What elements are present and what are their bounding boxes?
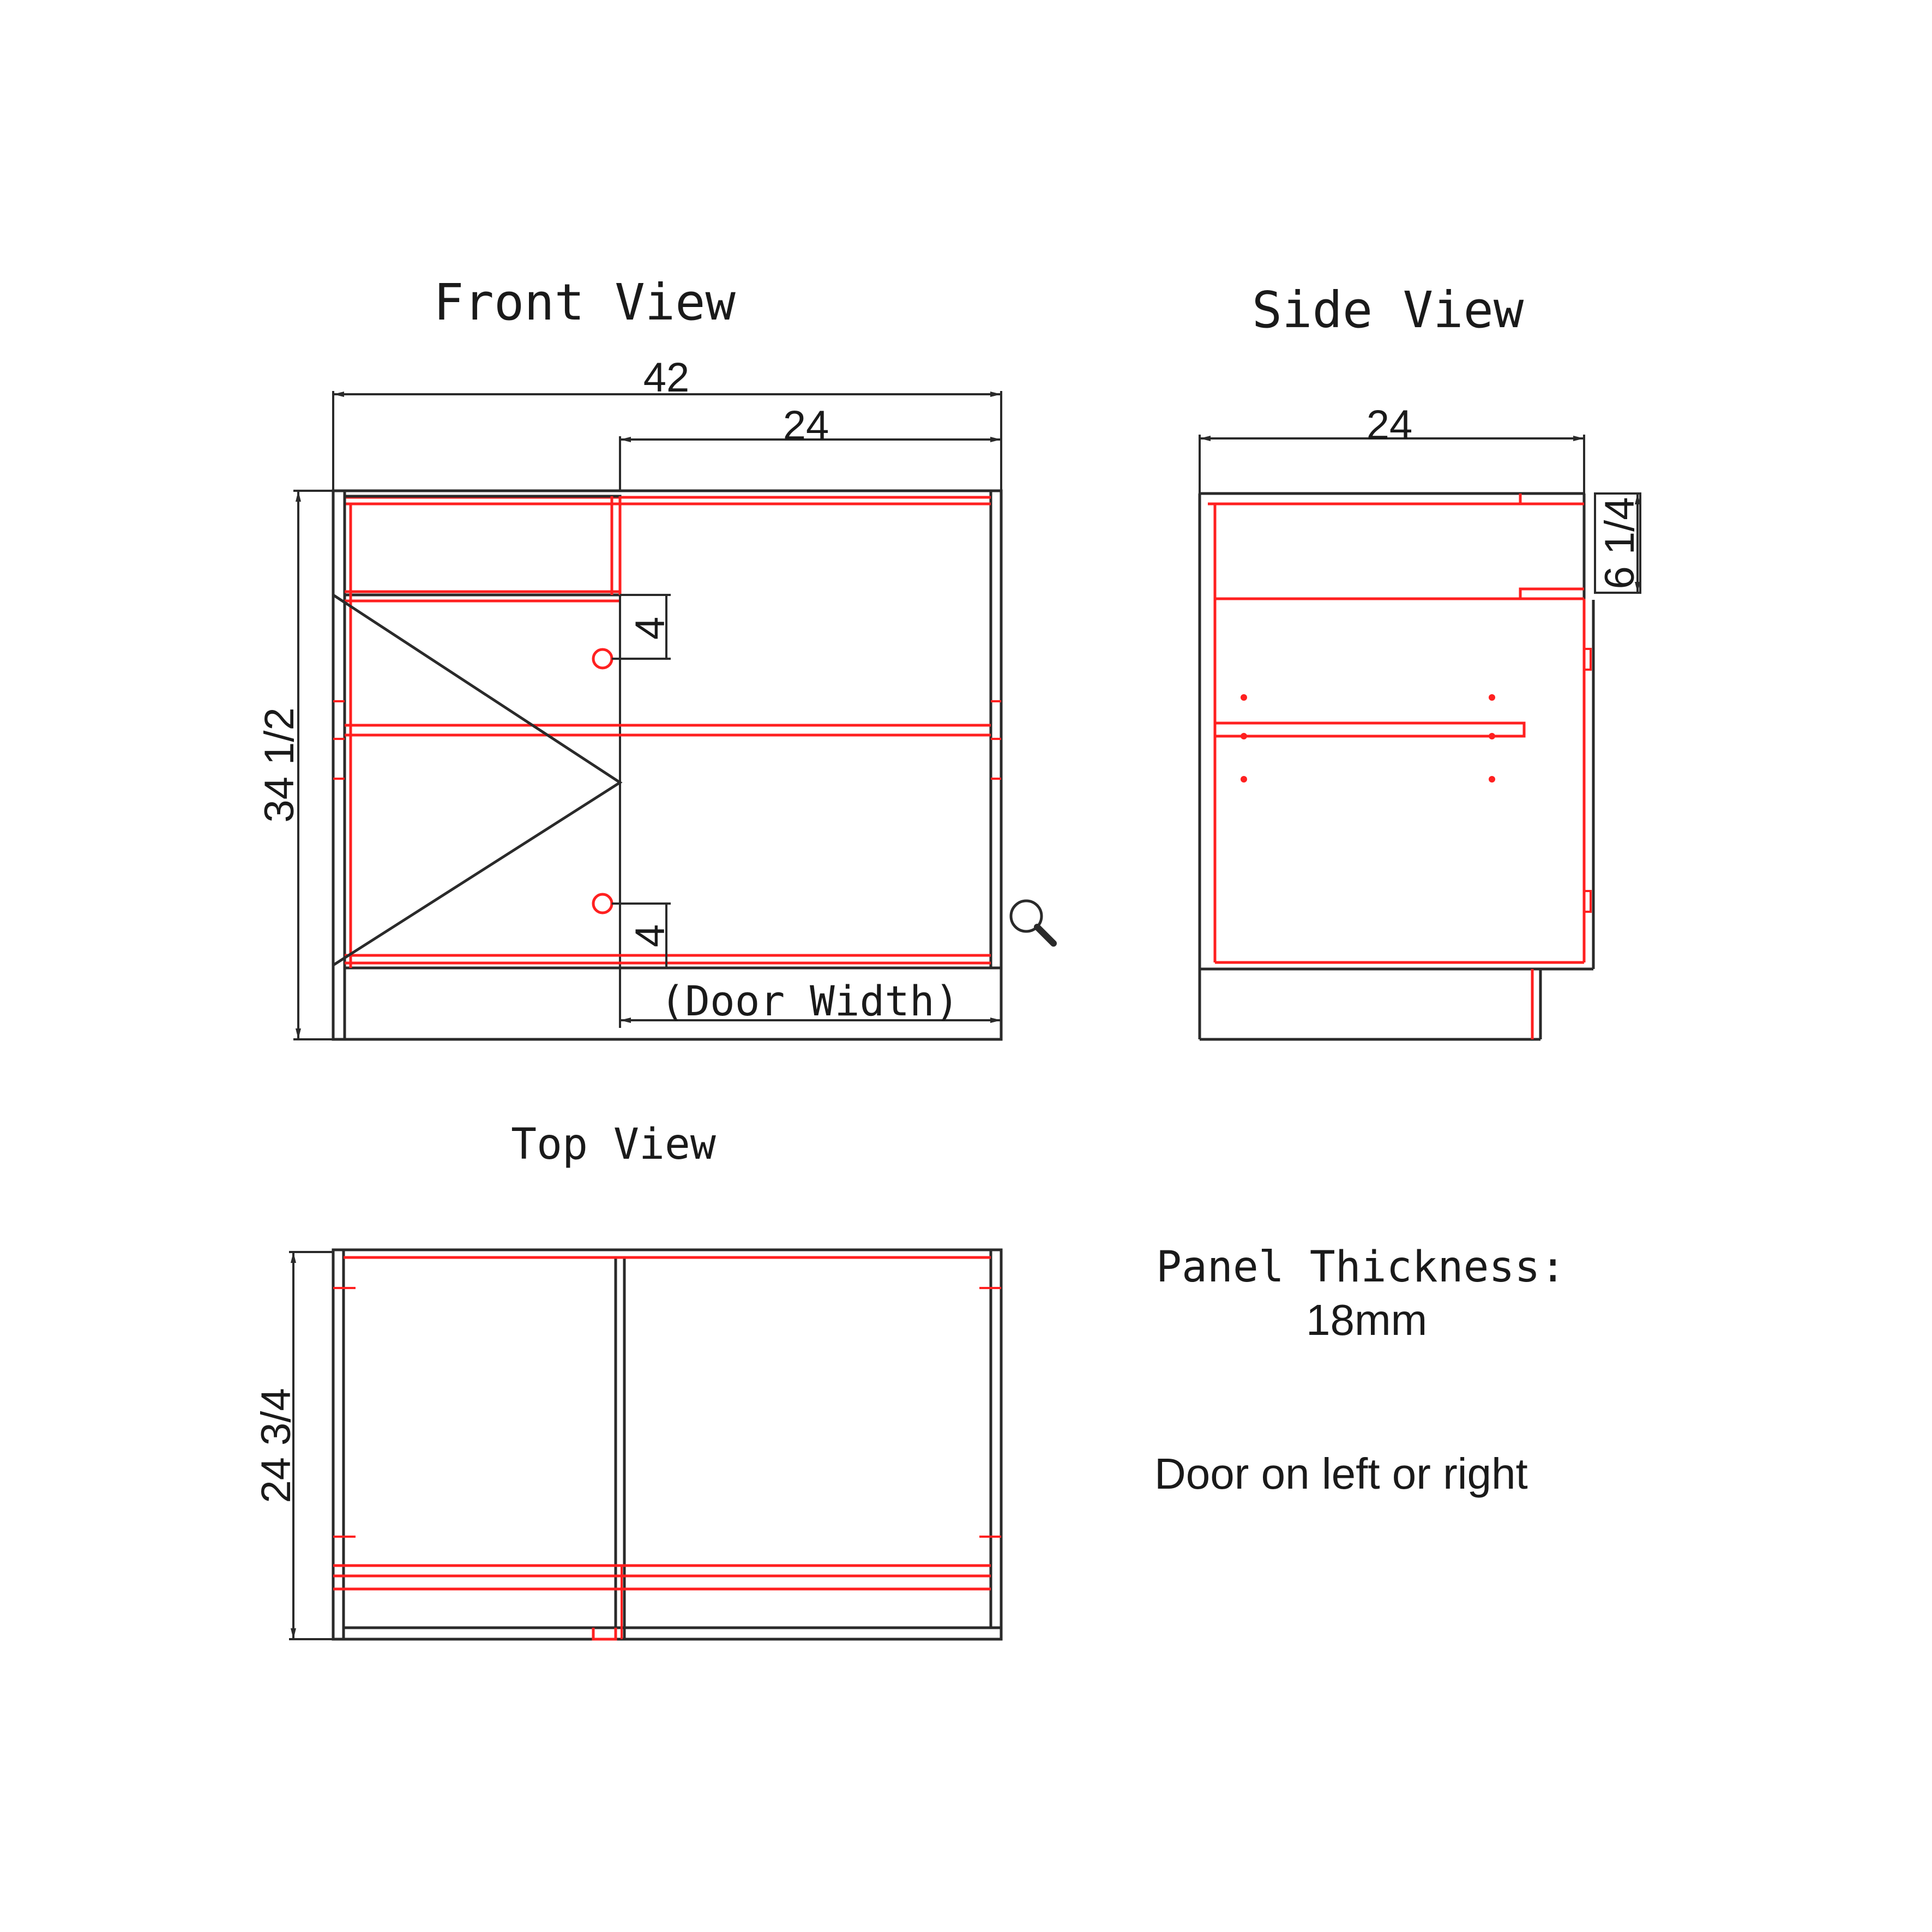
side-view: Side View 24 [1198,281,1643,1041]
front-door-width-label: 24 [783,402,829,449]
front-hinge-top-label: 4 [627,617,673,640]
top-depth-dimension: 24 3/4 [253,1251,333,1640]
panel-thickness-label: Panel Thickness: [1156,1243,1566,1292]
front-hinge-bottom-label: 4 [627,924,673,947]
notes: Panel Thickness: 18mm Door on left or ri… [1154,1243,1566,1498]
top-hinge-marker [592,648,613,670]
top-view: Top View 24 3/4 [253,1120,1003,1641]
front-door-width-bottom-dimension: (Door Width) [619,968,1001,1028]
front-view-title: Front View [434,273,736,332]
magnifier-icon[interactable] [1009,899,1057,947]
shelf-pins [1241,694,1495,783]
front-door-width-dimension: 24 [619,402,1001,491]
top-view-title: Top View [511,1120,716,1169]
door-swing-indicator [332,593,623,967]
side-drawer-label: 6 1/4 [1597,497,1643,589]
bottom-hinge-marker [592,893,613,914]
front-view: Front View 42 24 34 1/2 [256,273,1057,1041]
door-orientation-note: Door on left or right [1154,1449,1528,1498]
front-width-label: 42 [643,354,690,401]
top-depth-label: 24 3/4 [253,1388,299,1503]
side-view-title: Side View [1252,281,1524,339]
front-height-dimension: 34 1/2 [256,490,338,1040]
door-width-label: (Door Width) [660,977,959,1025]
front-hinge-top-dimension: 4 [612,594,673,660]
side-depth-label: 24 [1367,402,1413,448]
front-hinge-bottom-dimension: 4 [612,902,673,969]
front-width-dimension: 42 [332,354,1002,491]
side-depth-dimension: 24 [1199,402,1585,493]
front-height-label: 34 1/2 [256,707,303,822]
side-drawer-dimension: 6 1/4 [1594,492,1643,594]
panel-thickness-value: 18mm [1306,1296,1427,1344]
